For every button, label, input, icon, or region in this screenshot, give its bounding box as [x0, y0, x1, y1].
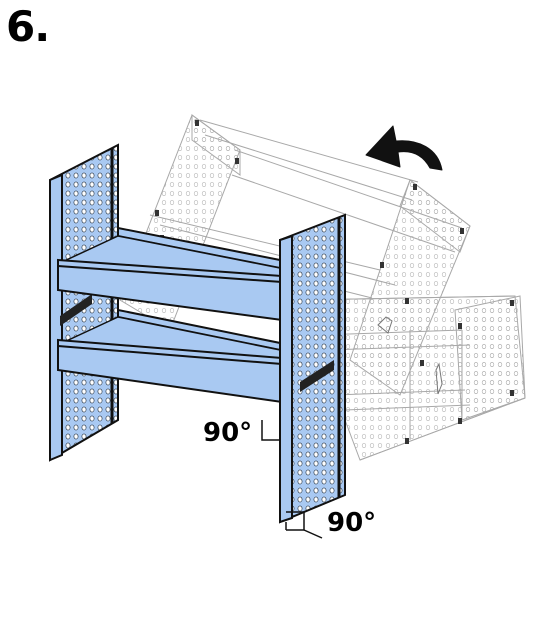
rotation-arrow-icon	[365, 125, 443, 171]
right-side-panel	[279, 213, 346, 524]
angle-label-right: 90°	[327, 508, 377, 538]
step-number: 6.	[6, 2, 50, 51]
brand-badge-left	[60, 294, 92, 326]
brand-badge-right	[300, 360, 334, 392]
right-angle-marker-right	[285, 511, 323, 539]
shelf-unit	[49, 143, 346, 524]
angle-label-left: 90°	[203, 418, 253, 448]
right-angle-marker-left	[261, 420, 280, 441]
left-side-panel	[49, 143, 119, 462]
